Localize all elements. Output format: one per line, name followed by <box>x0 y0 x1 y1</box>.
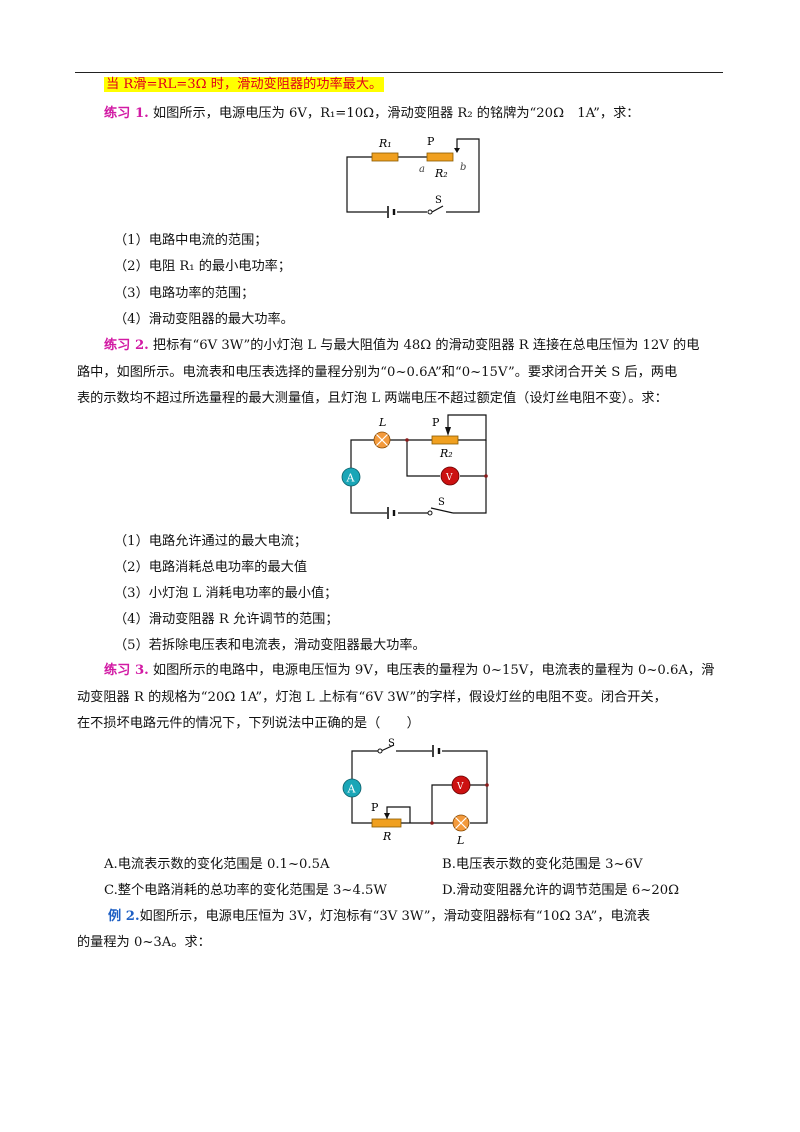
junction-dot <box>484 474 488 478</box>
label-p: P <box>371 801 379 814</box>
label-lamp: L <box>456 834 464 847</box>
label-r: R <box>382 830 391 843</box>
exercise2-question: （4）滑动变阻器 R 允许调节的范围； <box>114 612 339 627</box>
exercise3-text: 如图所示的电路中，电源电压恒为 9V，电压表的量程为 0~15V，电流表的量程为… <box>148 663 715 678</box>
example2-text: 如图所示，电源电压恒为 3V，灯泡标有“3V 3W”，滑动变阻器标有“10Ω 3… <box>139 909 651 924</box>
exercise2-question: （1）电路允许通过的最大电流； <box>114 534 308 549</box>
exercise2-text: 把标有“6V 3W”的小灯泡 L 与最大阻值为 48Ω 的滑动变阻器 R 连接在… <box>148 338 700 353</box>
example2-statement-line: 的量程为 0~3A。求： <box>77 935 211 950</box>
exercise2-question: （5）若拆除电压表和电流表，滑动变阻器最大功率。 <box>114 638 426 653</box>
voltmeter-icon <box>440 466 460 486</box>
header-note: 当 R滑=RL=3Ω 时，滑动变阻器的功率最大。 <box>104 76 385 94</box>
voltmeter-icon <box>451 775 471 795</box>
header-rule <box>75 72 723 73</box>
exercise1-text: 如图所示，电源电压为 6V，R₁=10Ω，滑动变阻器 R₂ 的铭牌为“20Ω 1… <box>148 106 640 121</box>
exercise1-label: 练习 1. <box>104 106 149 121</box>
rheostat-r <box>431 435 459 445</box>
junction-dot <box>405 438 409 442</box>
exercise2-label: 练习 2. <box>104 338 149 353</box>
junction-dot <box>485 783 489 787</box>
label-r1: R₁ <box>378 137 392 150</box>
exercise3-statement-line: 练习 3. 如图所示的电路中，电源电压恒为 9V，电压表的量程为 0~15V，电… <box>104 662 714 680</box>
ammeter-icon <box>341 467 361 487</box>
label-r2: R₂ <box>434 167 448 180</box>
exercise1-question: （1）电路中电流的范围； <box>114 233 268 248</box>
ammeter-icon <box>342 778 362 798</box>
exercise3-statement-line: 在不损坏电路元件的情况下，下列说法中正确的是（ ） <box>77 716 420 731</box>
label-voltmeter: V <box>456 782 464 792</box>
header-note-text: 当 R滑=RL=3Ω 时，滑动变阻器的功率最大。 <box>104 77 385 92</box>
label-p: P <box>427 135 435 148</box>
label-voltmeter: V <box>445 473 453 483</box>
exercise2-circuit-figure: A L P R₂ V S <box>341 414 488 519</box>
exercise1-statement: 练习 1. 如图所示，电源电压为 6V，R₁=10Ω，滑动变阻器 R₂ 的铭牌为… <box>104 105 639 123</box>
exercise3-option-a: A.电流表示数的变化范围是 0.1~0.5A <box>104 857 330 872</box>
label-s: S <box>388 738 395 749</box>
label-a: a <box>419 164 425 175</box>
resistor-r2 <box>426 152 454 162</box>
exercise3-label: 练习 3. <box>104 663 149 678</box>
slider-arrow-icon <box>454 148 460 153</box>
rheostat-r <box>371 818 402 828</box>
exercise1-circuit-figure: R₁ P a R₂ b S <box>346 135 480 218</box>
exercise2-statement-line: 路中，如图所示。电流表和电压表选择的量程分别为“0~0.6A”和“0~15V”。… <box>77 365 678 380</box>
exercise3-option-c: C.整个电路消耗的总功率的变化范围是 3~4.5W <box>104 883 387 898</box>
label-s: S <box>438 497 445 508</box>
exercise2-statement-line: 练习 2. 把标有“6V 3W”的小灯泡 L 与最大阻值为 48Ω 的滑动变阻器… <box>104 337 699 355</box>
exercise1-question: （4）滑动变阻器的最大功率。 <box>114 312 294 327</box>
label-lamp: L <box>378 416 386 429</box>
switch-contact <box>427 209 433 215</box>
label-r2: R₂ <box>439 447 453 460</box>
resistor-r1 <box>371 152 399 162</box>
label-ammeter: A <box>347 783 357 796</box>
exercise1-question: （3）电路功率的范围； <box>114 286 255 301</box>
label-p: P <box>432 416 440 429</box>
example2-label: 例 2. <box>108 909 140 924</box>
example2-statement-line: 例 2.如图所示，电源电压恒为 3V，灯泡标有“3V 3W”，滑动变阻器标有“1… <box>108 908 650 926</box>
exercise3-option-b: B.电压表示数的变化范围是 3~6V <box>442 857 643 872</box>
exercise3-statement-line: 动变阻器 R 的规格为“20Ω 1A”，灯泡 L 上标有“6V 3W”的字样，假… <box>77 690 667 705</box>
exercise2-question: （3）小灯泡 L 消耗电功率的最小值； <box>114 586 338 601</box>
exercise3-option-d: D.滑动变阻器允许的调节范围是 6~20Ω <box>442 883 680 898</box>
exercise2-statement-line: 表的示数均不超过所选量程的最大测量值，且灯泡 L 两端电压不超过额定值（设灯丝电… <box>77 391 668 406</box>
junction-dot <box>430 821 434 825</box>
label-b: b <box>460 162 466 173</box>
label-ammeter: A <box>346 472 356 485</box>
switch-contact <box>377 748 383 754</box>
slider-arrow-icon <box>445 427 451 436</box>
slider-arrow-icon <box>384 813 390 819</box>
exercise3-circuit-figure: S A V P R L <box>342 738 489 847</box>
exercise2-question: （2）电路消耗总电功率的最大值 <box>114 560 308 575</box>
label-s: S <box>435 195 442 206</box>
switch-contact <box>427 510 433 516</box>
exercise1-question: （2）电阻 R₁ 的最小电功率； <box>114 259 292 274</box>
